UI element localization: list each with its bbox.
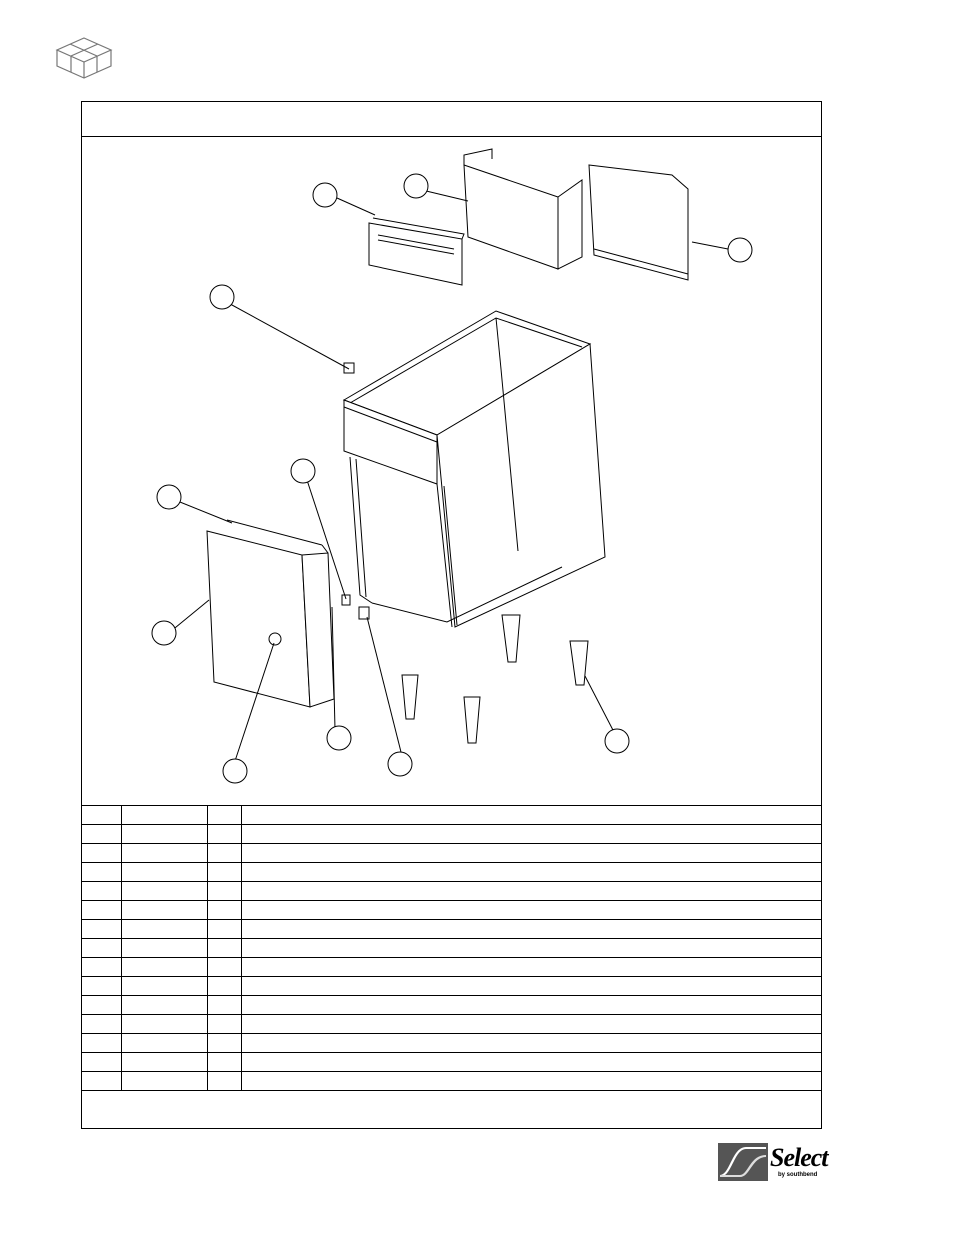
table-cell-description [240,881,821,901]
logo-brand-text: Select [770,1143,829,1172]
table-cell-description [240,805,821,825]
table-row [82,862,821,882]
table-cell-description [240,900,821,920]
table-cell-qty [206,805,242,825]
table-cell-qty [206,957,242,977]
table-cell-item [82,1071,122,1091]
table-row [82,1052,821,1072]
table-row [82,805,821,825]
table-cell-qty [206,919,242,939]
table-cell-description [240,843,821,863]
table-cell-description [240,995,821,1015]
table-cell-part-no [120,1033,208,1053]
exploded-view-diagram [151,148,753,784]
legs [401,614,589,744]
table-cell-qty [206,1033,242,1053]
table-cell-description [240,976,821,996]
table-cell-part-no [120,976,208,996]
table-row [82,976,821,996]
table-cell-qty [206,1071,242,1091]
table-cell-description [240,1052,821,1072]
front-panel-part [368,217,465,286]
table-row [82,843,821,863]
table-cell-qty [206,995,242,1015]
table-cell-part-no [120,1014,208,1034]
table-row [82,900,821,920]
table-cell-qty [206,1052,242,1072]
table-cell-qty [206,900,242,920]
table-cell-part-no [120,995,208,1015]
table-cell-part-no [120,862,208,882]
table-cell-part-no [120,843,208,863]
table-cell-item [82,1014,122,1034]
table-cell-item [82,938,122,958]
table-row [82,1014,821,1034]
back-panel-part [588,164,689,281]
table-cell-qty [206,881,242,901]
table-row [82,1071,821,1091]
table-cell-description [240,1033,821,1053]
table-cell-item [82,1033,122,1053]
table-cell-part-no [120,938,208,958]
leader-lines [169,189,729,762]
logo-byline: by southbend [778,1172,818,1178]
table-cell-qty [206,843,242,863]
table-row [82,1033,821,1053]
table-cell-item [82,900,122,920]
table-cell-qty [206,976,242,996]
table-row [82,938,821,958]
table-cell-description [240,1014,821,1034]
table-cell-item [82,862,122,882]
table-row [82,919,821,939]
table-cell-item [82,843,122,863]
parts-box-icon [55,37,113,79]
table-cell-description [240,919,821,939]
table-cell-part-no [120,824,208,844]
table-cell-part-no [120,900,208,920]
table-cell-item [82,995,122,1015]
cabinet-body [342,310,606,628]
table-cell-item [82,805,122,825]
table-cell-item [82,976,122,996]
table-cell-qty [206,824,242,844]
table-cell-description [240,957,821,977]
table-cell-part-no [120,1071,208,1091]
parts-sheet-frame [81,101,822,1129]
table-cell-description [240,938,821,958]
table-cell-part-no [120,957,208,977]
title-band [82,102,821,137]
table-row [82,881,821,901]
table-cell-item [82,881,122,901]
table-cell-part-no [120,919,208,939]
table-cell-qty [206,862,242,882]
table-cell-part-no [120,805,208,825]
select-logo: Select by southbend [718,1143,830,1181]
table-row [82,995,821,1015]
table-cell-description [240,1071,821,1091]
table-cell-description [240,862,821,882]
table-cell-item [82,957,122,977]
table-row [82,824,821,844]
table-cell-item [82,1052,122,1072]
callout-circles [151,173,753,784]
parts-table [82,805,821,1091]
door-part [206,519,335,708]
table-cell-item [82,824,122,844]
table-cell-part-no [120,1052,208,1072]
table-cell-qty [206,938,242,958]
table-row [82,957,821,977]
flue-cover-part [463,148,583,270]
table-cell-description [240,824,821,844]
footer-band [82,1106,821,1128]
select-logo-icon [718,1143,768,1181]
table-cell-item [82,919,122,939]
table-cell-qty [206,1014,242,1034]
table-cell-part-no [120,881,208,901]
